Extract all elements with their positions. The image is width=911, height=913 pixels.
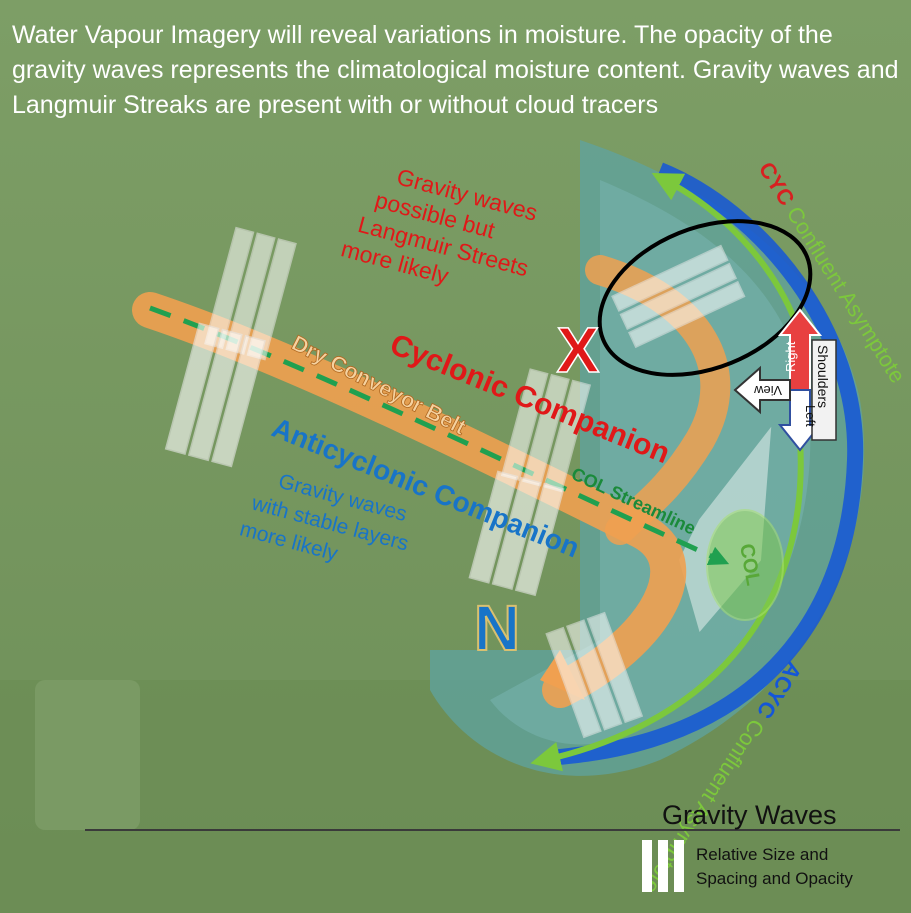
- view-label: View: [753, 383, 782, 398]
- shoulders-label: Shoulders: [815, 345, 831, 408]
- legend-bar-2: [658, 840, 668, 892]
- legend-line-1: Relative Size and: [696, 845, 828, 864]
- marker-x: X: [557, 314, 600, 386]
- left-label: Left: [803, 405, 818, 427]
- marker-n: N: [474, 592, 520, 664]
- legend-title: Gravity Waves: [662, 800, 837, 830]
- right-label: Right: [783, 341, 798, 372]
- legend-bar-1: [642, 840, 652, 892]
- header-description: Water Vapour Imagery will reveal variati…: [12, 18, 902, 123]
- lower-left-panel: [35, 680, 140, 830]
- legend-bar-3: [674, 840, 684, 892]
- legend-line-2: Spacing and Opacity: [696, 869, 853, 888]
